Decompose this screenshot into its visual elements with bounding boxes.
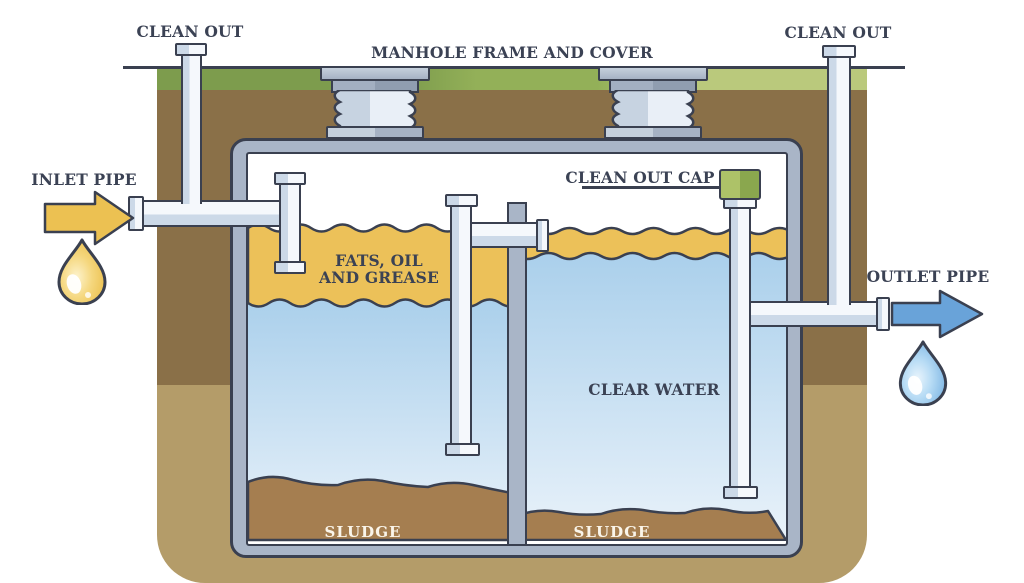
clean-out-pipe-right bbox=[827, 56, 851, 305]
crossover-pipe bbox=[466, 222, 539, 248]
manhole2-corrugated-riser bbox=[611, 90, 695, 128]
manhole1-corrugated-riser bbox=[333, 90, 417, 128]
clean-out-cap-leader-line bbox=[582, 186, 722, 189]
label-sludge-chamber1: SLUDGE bbox=[324, 523, 402, 541]
inlet-tee-stub bbox=[279, 182, 301, 266]
clean-out-pipe-left bbox=[181, 54, 202, 204]
label-manhole-frame-and-cover: MANHOLE FRAME AND COVER bbox=[371, 43, 653, 62]
outlet-flow-arrow-icon bbox=[890, 289, 984, 339]
label-fats-oil-line1: FATS, OIL bbox=[335, 251, 423, 270]
outlet-pipe bbox=[745, 301, 878, 327]
inlet-tee-bottom-cap bbox=[274, 261, 306, 274]
chamber1-grease-layer bbox=[248, 223, 517, 308]
label-fats-oil-and-grease: FATS, OIL AND GREASE bbox=[319, 252, 439, 286]
label-fats-oil-line2: AND GREASE bbox=[319, 268, 439, 287]
baffle-wall bbox=[507, 202, 527, 546]
label-clean-out-left: CLEAN OUT bbox=[136, 22, 244, 41]
crossover-bottom-flange bbox=[445, 443, 480, 456]
inlet-pipe-coupling bbox=[128, 196, 144, 231]
grass-strip bbox=[157, 66, 867, 90]
crossover-coupling bbox=[536, 219, 549, 252]
crossover-top-cap bbox=[445, 194, 478, 207]
manhole2-base-flange bbox=[604, 126, 702, 139]
outlet-pipe-coupling bbox=[876, 297, 890, 331]
chamber1-sludge-layer bbox=[248, 475, 517, 542]
chamber2-sludge-layer bbox=[517, 507, 786, 541]
inlet-flow-arrow-icon bbox=[43, 190, 135, 246]
chamber2-grease-layer bbox=[517, 226, 786, 261]
label-clean-out-cap: CLEAN OUT CAP bbox=[565, 168, 715, 187]
ground-line bbox=[123, 66, 905, 69]
outlet-dip-pipe bbox=[729, 207, 751, 489]
crossover-dip-pipe bbox=[450, 204, 472, 446]
inlet-tee-top-cap bbox=[274, 172, 306, 185]
label-inlet-pipe: INLET PIPE bbox=[31, 170, 137, 189]
clean-out-cap-left bbox=[175, 43, 207, 56]
label-clean-out-right: CLEAN OUT bbox=[784, 23, 892, 42]
label-outlet-pipe: OUTLET PIPE bbox=[866, 267, 990, 286]
clean-out-cap-right bbox=[822, 45, 856, 58]
wastewater-droplet-icon bbox=[57, 238, 107, 305]
label-clear-water: CLEAR WATER bbox=[588, 380, 720, 399]
label-sludge-chamber2: SLUDGE bbox=[573, 523, 651, 541]
clean-water-droplet-icon bbox=[898, 340, 948, 406]
inlet-pipe bbox=[133, 200, 296, 227]
manhole1-base-flange bbox=[326, 126, 424, 139]
outlet-dip-bottom-flange bbox=[723, 486, 758, 499]
clean-out-cap-green bbox=[719, 169, 761, 200]
